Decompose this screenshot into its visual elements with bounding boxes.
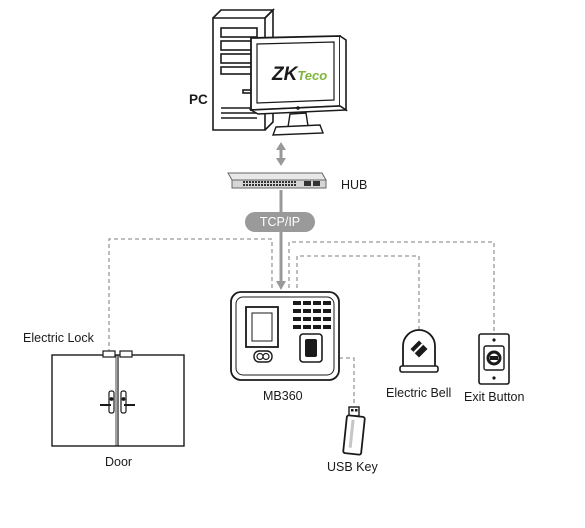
exit-button-wire [288,241,495,334]
usb-key-label: USB Key [327,460,378,474]
tcp-ip-badge: TCP/IP [245,212,315,232]
monitor [248,35,349,136]
pc-label: PC [189,92,208,107]
electric-bell [399,329,439,373]
hub-label: HUB [341,178,368,192]
hub-device-link [276,190,286,290]
lock-wire [108,238,273,355]
zkteco-logo: ZKTeco [271,64,327,85]
usb-wire [339,357,355,405]
electric-lock [102,350,133,358]
door [51,354,185,447]
hub-switch [227,172,327,189]
device-label: MB360 [263,389,303,403]
electric-bell-label: Electric Bell [386,386,452,400]
usb-key [342,406,366,456]
bell-wire [296,255,420,330]
mb360-device [230,291,340,381]
door-handles [100,390,135,414]
exit-button-label: Exit Button [464,390,525,404]
exit-button-device [478,333,510,385]
door-label: Door [105,455,133,469]
electric-lock-label: Electric Lock [23,331,94,345]
dashed-wiring [108,238,495,405]
pc-hub-arrow [276,142,286,166]
